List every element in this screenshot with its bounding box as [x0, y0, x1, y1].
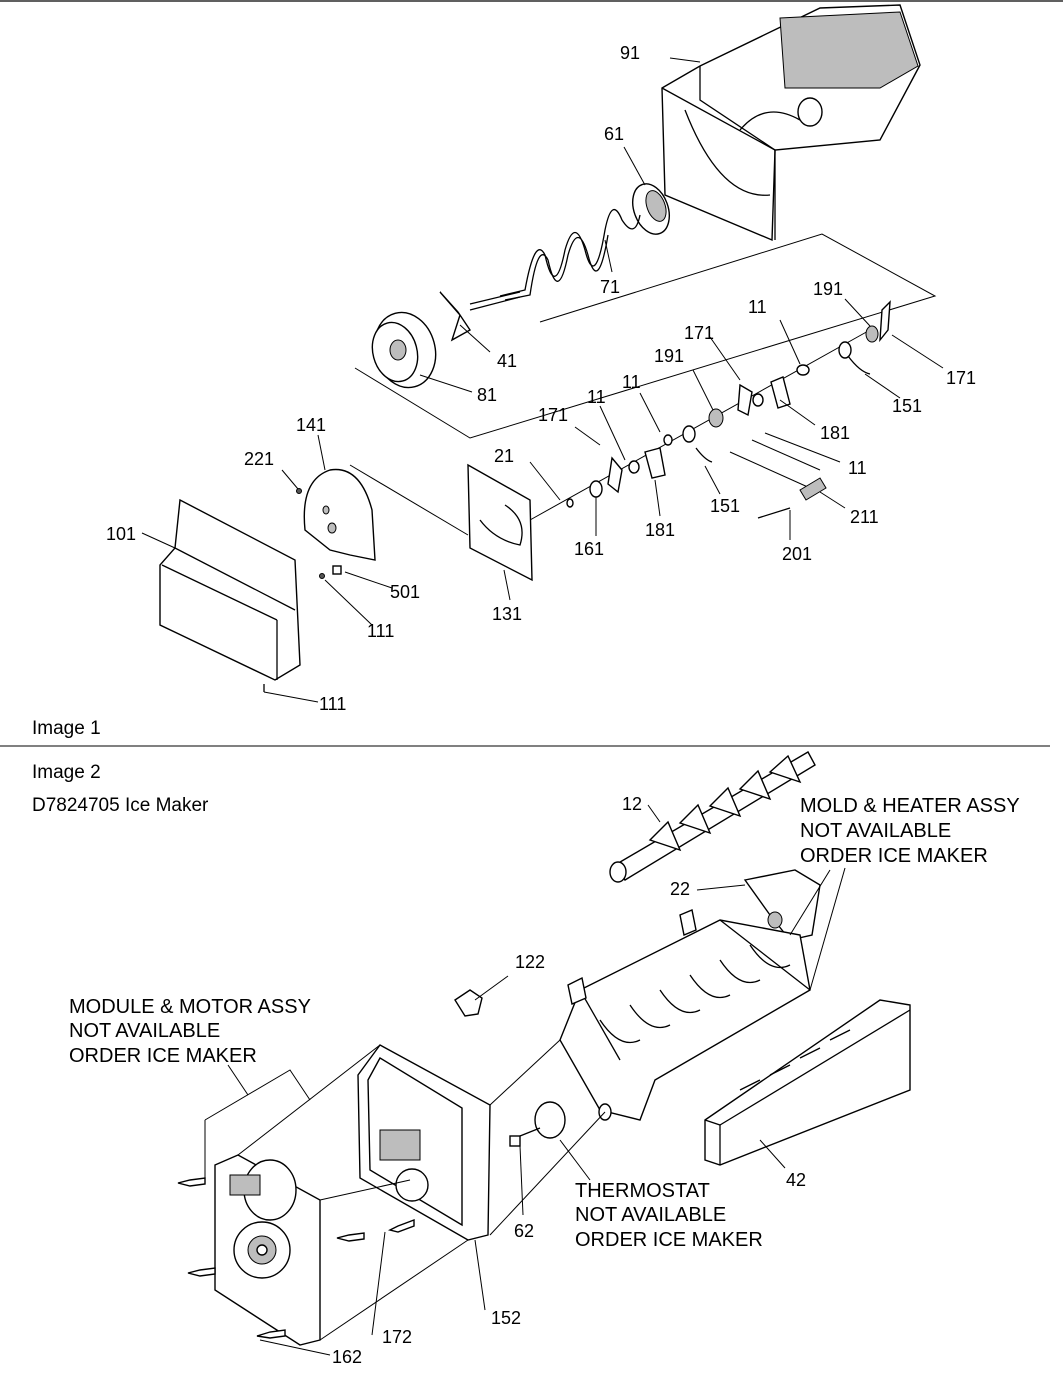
callout-171: 171	[684, 323, 714, 343]
screw-part-172	[387, 1218, 415, 1233]
housing-part-101	[159, 498, 301, 681]
svg-text:NOT AVAILABLE: NOT AVAILABLE	[575, 1204, 726, 1226]
mounting-plate-part-131	[349, 463, 533, 582]
screw-part-162	[256, 1329, 286, 1339]
callout-21: 21	[494, 446, 514, 466]
image1-diagram: 91 61 71 41 81 191 171 11 171 151 181 11…	[106, 4, 976, 714]
image2-centerlines	[237, 1039, 606, 1341]
callout-71: 71	[600, 277, 620, 297]
bearing-plate-part-61	[632, 183, 670, 235]
callout-171: 171	[538, 405, 568, 425]
callout-111: 111	[319, 694, 346, 714]
image2-caption: Image 2	[32, 762, 101, 783]
clip-part-501	[332, 565, 342, 575]
callout-42: 42	[786, 1170, 806, 1190]
svg-text:NOT AVAILABLE: NOT AVAILABLE	[800, 820, 951, 842]
callout-152: 152	[491, 1308, 521, 1328]
shield-part-42	[704, 999, 911, 1166]
callout-12: 12	[622, 794, 642, 814]
screws	[177, 1177, 415, 1339]
image1-leader-lines	[141, 57, 944, 703]
thermostat-part-62	[509, 1101, 612, 1147]
callout-122: 122	[515, 952, 545, 972]
callout-171: 171	[946, 368, 976, 388]
callout-11: 11	[587, 387, 606, 407]
mold-heater-note: MOLD & HEATER ASSY NOT AVAILABLE ORDER I…	[800, 795, 1020, 867]
callout-181: 181	[645, 520, 675, 540]
image1-caption: Image 1	[32, 718, 101, 739]
clip-part-122	[454, 989, 483, 1017]
auger-spring-part-71	[499, 209, 641, 297]
svg-text:MODULE & MOTOR ASSY: MODULE & MOTOR ASSY	[69, 996, 311, 1018]
callout-221: 221	[244, 449, 274, 469]
svg-text:ORDER ICE MAKER: ORDER ICE MAKER	[575, 1229, 763, 1251]
auger-blade-part-41	[439, 291, 521, 342]
callout-191: 191	[654, 346, 684, 366]
callout-151: 151	[710, 496, 740, 516]
image1-callouts: 91 61 71 41 81 191 171 11 171 151 181 11…	[106, 43, 976, 714]
callout-101: 101	[106, 524, 136, 544]
subassembly-outline	[354, 233, 937, 439]
callout-161: 161	[574, 539, 604, 559]
callout-151: 151	[892, 396, 922, 416]
svg-text:MOLD & HEATER ASSY: MOLD & HEATER ASSY	[800, 795, 1020, 817]
callout-91: 91	[620, 43, 640, 63]
callout-41: 41	[497, 351, 517, 371]
callout-131: 131	[492, 604, 522, 624]
callout-11: 11	[622, 372, 641, 392]
screw-part-111	[319, 573, 325, 579]
callout-22: 22	[670, 879, 690, 899]
callout-141: 141	[296, 415, 326, 435]
motor-cover-part-141	[303, 468, 376, 561]
mold-heater-assembly	[559, 909, 811, 1121]
image2-callouts: 12 22 122 62 42 152 172 162	[332, 794, 806, 1367]
svg-text:NOT AVAILABLE: NOT AVAILABLE	[69, 1020, 220, 1042]
callout-11: 11	[848, 458, 867, 478]
module-motor-note: MODULE & MOTOR ASSY NOT AVAILABLE ORDER …	[69, 996, 311, 1067]
module-motor-assembly	[214, 1154, 321, 1346]
ejector-part-12	[609, 751, 816, 883]
screw-part-221	[296, 488, 302, 494]
callout-191: 191	[813, 279, 843, 299]
thermostat-note: THERMOSTAT NOT AVAILABLE ORDER ICE MAKER	[575, 1180, 763, 1251]
image2-leader-lines	[204, 804, 846, 1356]
callout-181: 181	[820, 423, 850, 443]
callout-501: 501	[390, 582, 420, 602]
callout-201: 201	[782, 544, 812, 564]
bearing-part-22	[743, 869, 821, 941]
callout-111: 111	[367, 621, 394, 641]
module-housing-part-152	[357, 1044, 491, 1241]
shaft-hardware	[529, 300, 891, 521]
callout-162: 162	[332, 1347, 362, 1367]
svg-text:ORDER ICE MAKER: ORDER ICE MAKER	[69, 1045, 257, 1067]
svg-text:THERMOSTAT: THERMOSTAT	[575, 1180, 710, 1202]
callout-172: 172	[382, 1327, 412, 1347]
drive-hub-part-81	[371, 311, 437, 389]
svg-text:ORDER ICE MAKER: ORDER ICE MAKER	[800, 845, 988, 867]
ice-bucket-part-91	[661, 4, 921, 242]
callout-62: 62	[514, 1221, 534, 1241]
ice-maker-model-title: D7824705 Ice Maker	[32, 795, 209, 816]
callout-61: 61	[604, 124, 624, 144]
callout-81: 81	[477, 385, 497, 405]
callout-11: 11	[748, 297, 767, 317]
image2-diagram: 12 22 122 62 42 152 172 162 MOLD & HEATE…	[69, 751, 1020, 1367]
callout-211: 211	[850, 507, 879, 527]
